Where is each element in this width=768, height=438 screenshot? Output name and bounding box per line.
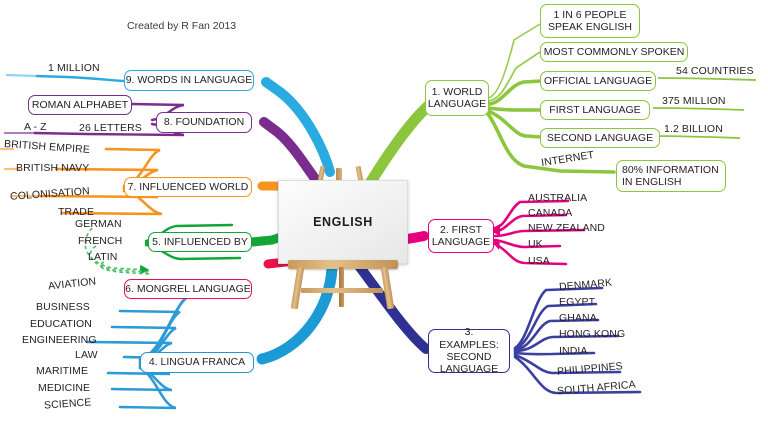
leaf-a-to-z: A - Z	[24, 121, 47, 133]
child-label-most-commonly-spoken: MOST COMMONLY SPOKEN	[543, 45, 685, 58]
branch-label-influenced-by: 5. INFLUENCED BY	[152, 235, 248, 248]
leaf-law: LAW	[75, 349, 98, 361]
leaf-denmark: DENMARK	[558, 276, 613, 294]
child-label-internet: INTERNET	[540, 148, 595, 170]
branch-node-influenced-by[interactable]: 5. INFLUENCED BY	[148, 232, 252, 252]
leaf-australia: AUSTRALIA	[528, 192, 588, 204]
branch-label-words-in-language: 9. WORDS IN LANGUAGE	[125, 74, 253, 87]
leaf-education: EDUCATION	[30, 318, 92, 330]
leaf-maritime: MARITIME	[36, 365, 89, 377]
leaf-british-empire: BRITISH EMPIRE	[3, 138, 91, 156]
leaf-hong-kong: HONG KONG	[559, 328, 626, 340]
leaf-usa: USA	[528, 255, 550, 267]
branch-node-world-language[interactable]: 1. WORLD LANGUAGE	[425, 80, 489, 116]
child-label-first-language: FIRST LANGUAGE	[549, 103, 641, 116]
branch-label-first-language: 2. FIRST LANGUAGE	[431, 223, 491, 248]
child-node-1-in-6-people[interactable]: 1 IN 6 PEOPLE SPEAK ENGLISH	[540, 4, 640, 38]
child-node-official-language[interactable]: OFFICIAL LANGUAGE	[540, 71, 656, 91]
branch-label-world-language: 1. WORLD LANGUAGE	[427, 85, 487, 110]
leaf-aviation: AVIATION	[47, 275, 97, 293]
branch-node-first-language[interactable]: 2. FIRST LANGUAGE	[428, 219, 494, 253]
easel-lower-crossbar	[301, 288, 383, 293]
center-topic-label: ENGLISH	[313, 215, 373, 229]
leaf-uk: UK	[528, 238, 543, 250]
leaf-54-countries: 54 COUNTRIES	[676, 65, 754, 77]
leaf-south-africa: SOUTH AFRICA	[556, 378, 637, 398]
whiteboard: ENGLISH	[278, 180, 408, 264]
child-label-roman-alphabet: ROMAN ALPHABET	[31, 98, 129, 111]
branch-label-examples-second-language: 3. EXAMPLES: SECOND LANGUAGE	[439, 326, 499, 376]
leaf-colonisation: COLONISATION	[9, 185, 91, 203]
child-label-second-language: SECOND LANGUAGE	[546, 131, 654, 144]
leaf-1-2-billion: 1.2 BILLION	[664, 123, 723, 135]
child-node-most-commonly-spoken[interactable]: MOST COMMONLY SPOKEN	[540, 42, 688, 62]
leaf-canada: CANADA	[528, 207, 573, 219]
child-label-80-percent-information: 80% INFORMATION IN ENGLISH	[622, 163, 719, 188]
leaf-engineering: ENGINEERING	[22, 334, 97, 346]
center-easel: ENGLISH	[272, 160, 412, 310]
child-node-first-language[interactable]: FIRST LANGUAGE	[540, 100, 650, 120]
branch-label-mongrel-language: 6. MONGREL LANGUAGE	[125, 282, 251, 295]
leaf-german: GERMAN	[75, 218, 122, 230]
leaf-science: SCIENCE	[43, 396, 92, 412]
branch-node-foundation[interactable]: 8. FOUNDATION	[156, 112, 252, 133]
branch-node-influenced-world[interactable]: 7. INFLUENCED WORLD	[124, 177, 252, 197]
leaf-new-zealand: NEW ZEALAND	[528, 222, 605, 234]
leaf-latin: LATIN	[88, 251, 118, 263]
leaf-26-letters: 26 LETTERS	[79, 122, 142, 134]
credit-text: Created by R Fan 2013	[127, 20, 237, 32]
child-node-80-percent-information[interactable]: 80% INFORMATION IN ENGLISH	[616, 160, 726, 192]
branch-node-words-in-language[interactable]: 9. WORDS IN LANGUAGE	[124, 70, 254, 91]
branch-label-influenced-world: 7. INFLUENCED WORLD	[127, 180, 249, 193]
branch-label-lingua-franca: 4. LINGUA FRANCA	[148, 356, 246, 369]
easel-center-post	[339, 267, 344, 307]
leaf-french: FRENCH	[78, 235, 123, 247]
leaf-british-navy: BRITISH NAVY	[16, 162, 90, 174]
child-node-roman-alphabet[interactable]: ROMAN ALPHABET	[28, 95, 132, 115]
leaf-trade: TRADE	[58, 206, 95, 218]
branch-node-lingua-franca[interactable]: 4. LINGUA FRANCA	[140, 352, 254, 373]
branch-node-mongrel-language[interactable]: 6. MONGREL LANGUAGE	[124, 279, 252, 299]
leaf-egypt: EGYPT	[559, 296, 596, 308]
leaf-1-million: 1 MILLION	[48, 62, 100, 74]
easel-tray	[288, 260, 398, 269]
leaf-india: INDIA	[559, 345, 588, 357]
leaf-375-million: 375 MILLION	[662, 95, 726, 107]
leaf-business: BUSINESS	[36, 301, 90, 313]
leaf-philippines: PHILIPPINES	[556, 360, 624, 378]
branch-node-examples-second-language[interactable]: 3. EXAMPLES: SECOND LANGUAGE	[428, 326, 510, 376]
child-label-official-language: OFFICIAL LANGUAGE	[543, 74, 653, 87]
leaf-ghana: GHANA	[559, 312, 597, 324]
leaf-medicine: MEDICINE	[38, 382, 91, 394]
child-label-1-in-6-people: 1 IN 6 PEOPLE SPEAK ENGLISH	[547, 8, 633, 33]
child-node-second-language[interactable]: SECOND LANGUAGE	[540, 128, 660, 148]
branch-label-foundation: 8. FOUNDATION	[163, 116, 245, 129]
